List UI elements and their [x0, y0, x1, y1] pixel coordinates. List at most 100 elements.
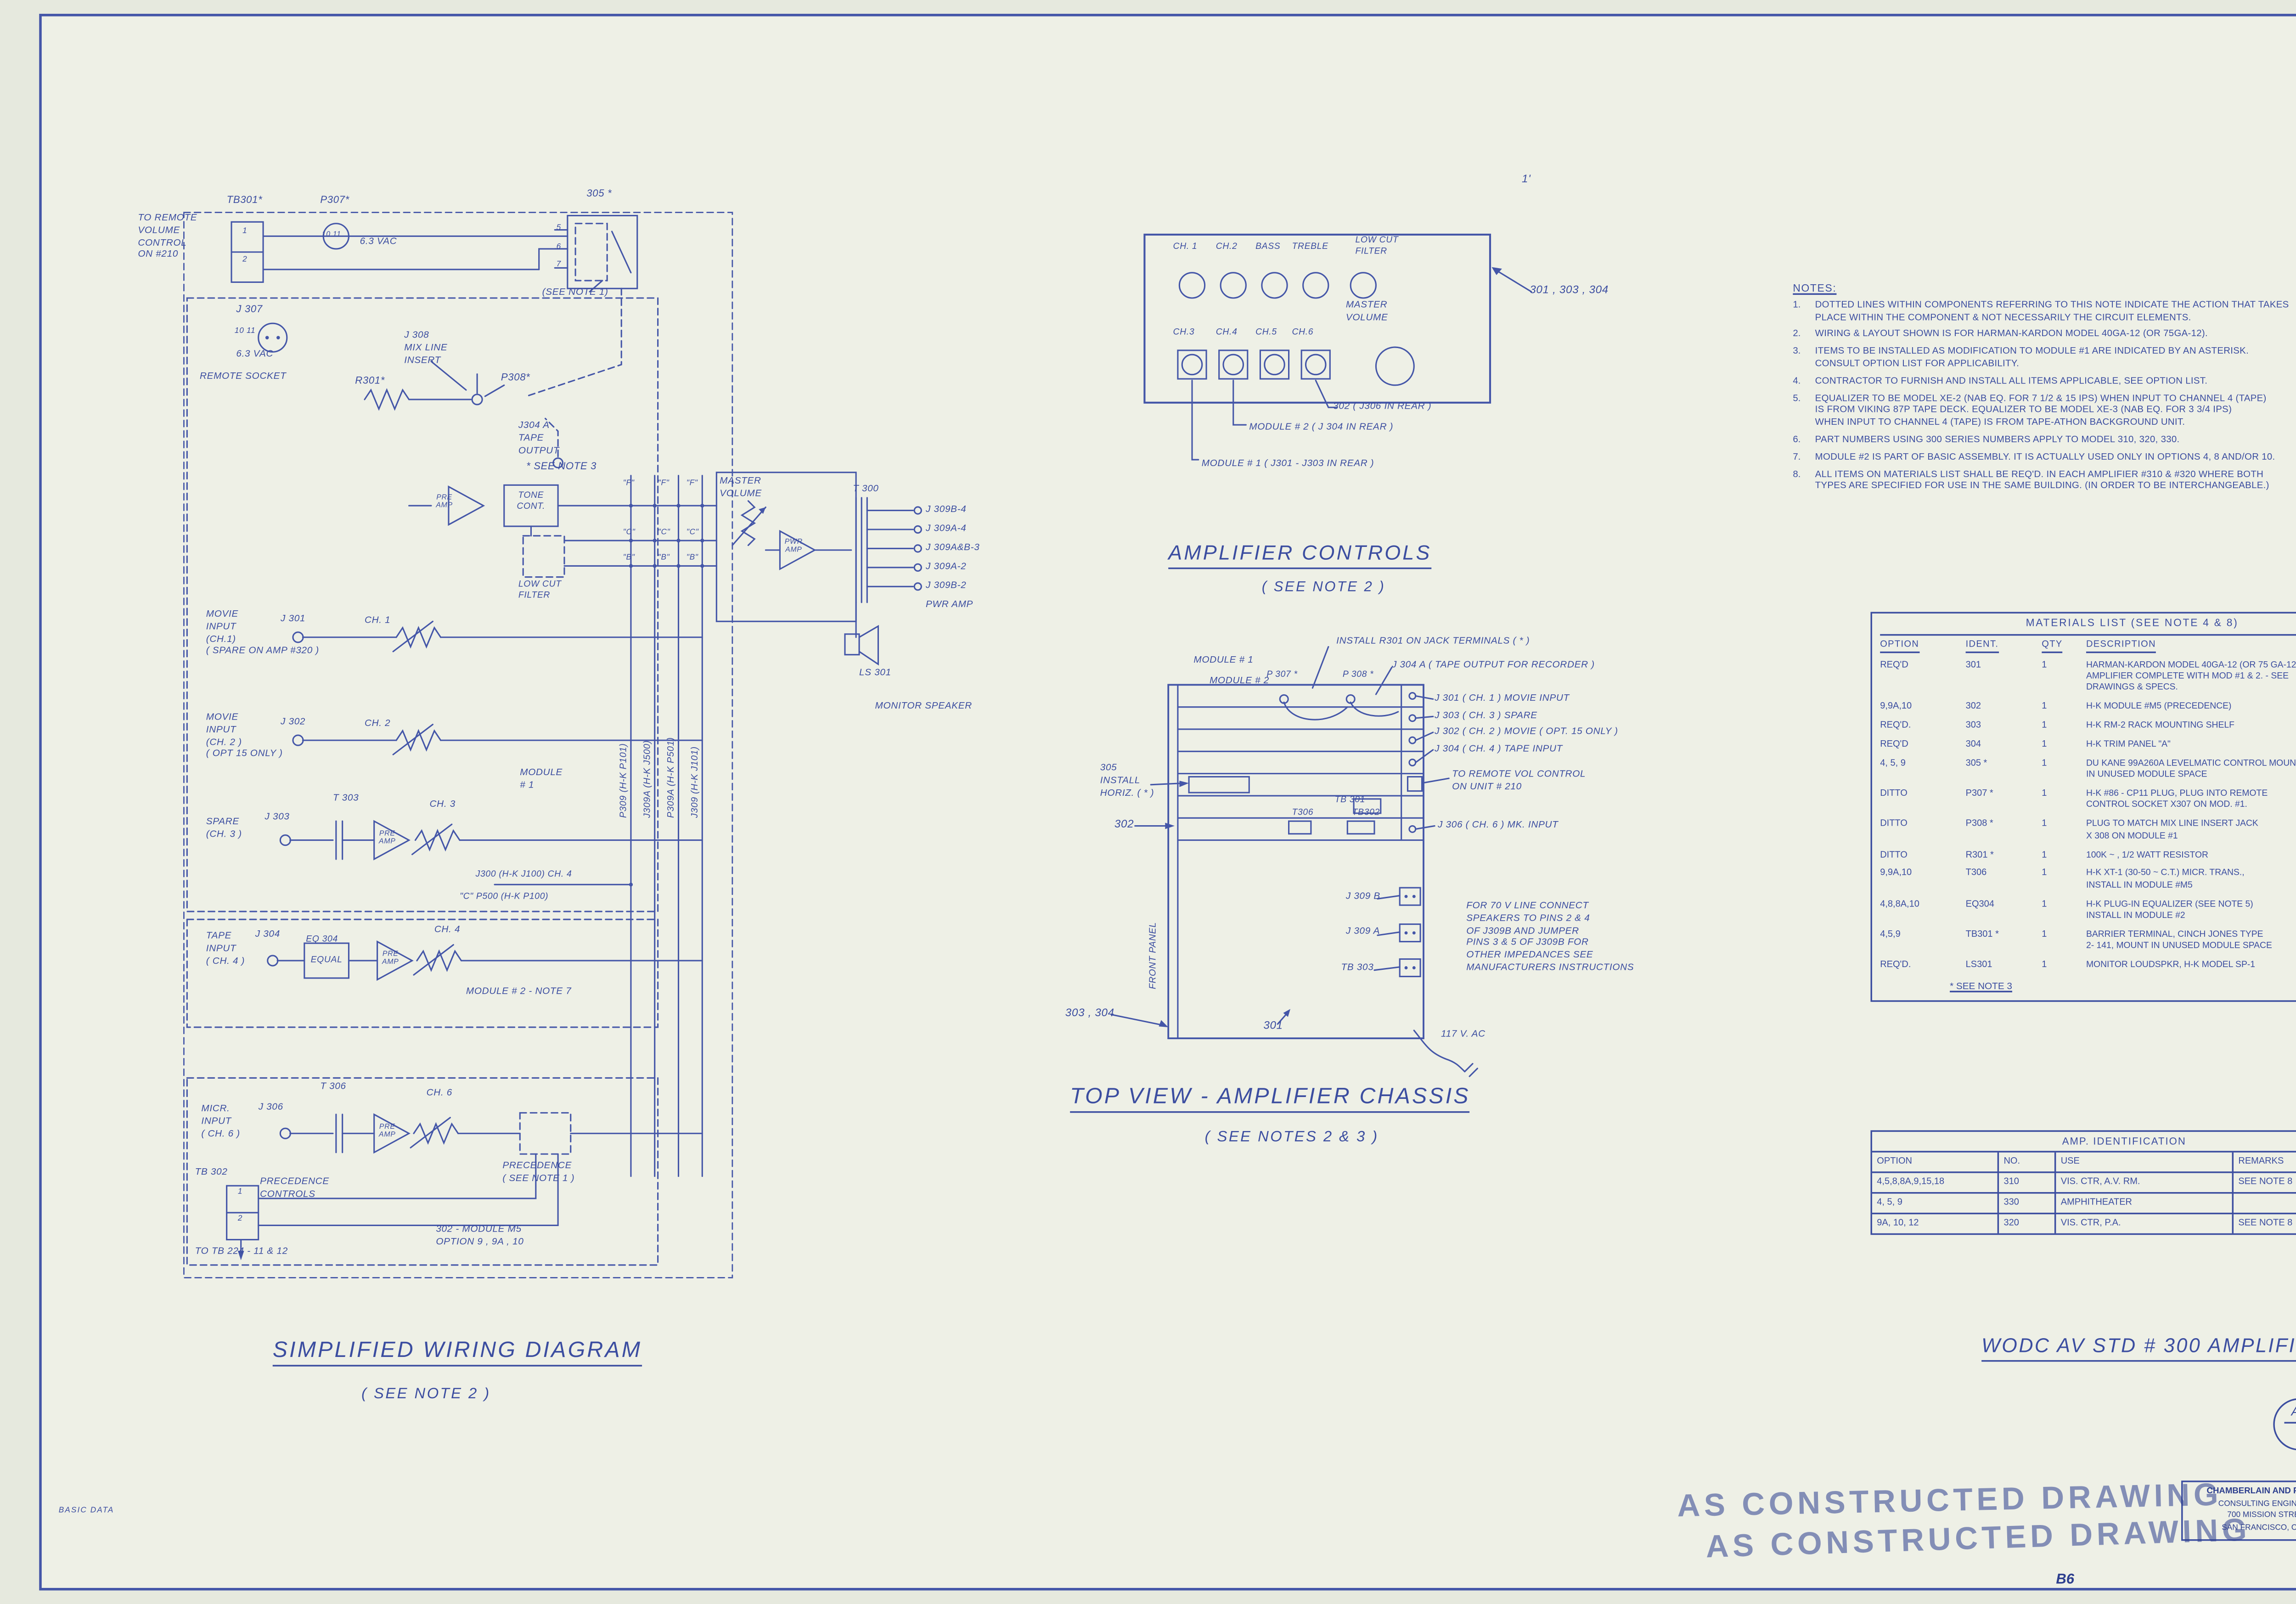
j302-jack — [292, 734, 304, 746]
amp-id-cell — [2234, 1193, 2296, 1215]
tb303-connector — [1399, 958, 1421, 978]
label-eq304: EQ 304 — [306, 935, 338, 945]
amp-id-cell: VIS. CTR, P.A. — [2056, 1214, 2234, 1233]
low-cut-filter-box — [522, 535, 565, 578]
label-chassis-j309b: J 309 B — [1345, 892, 1380, 902]
materials-cell: EQ304 — [1965, 900, 1994, 910]
label-movie-input-ch2: MOVIE INPUT (CH. 2 ) ( OPT 15 ONLY ) — [206, 713, 283, 760]
label-chassis-j309a: J 309 A — [1345, 927, 1380, 937]
module2-dashed-box — [186, 918, 659, 1028]
materials-cell: MONITOR LOUDSPKR, H-K MODEL SP-1 — [2086, 961, 2255, 971]
label-f3: "F" — [686, 478, 698, 489]
t306-top — [1288, 820, 1312, 835]
tb302-top — [1346, 820, 1375, 835]
ch1-pot — [392, 620, 442, 653]
module-m5-dashed-box — [186, 1077, 659, 1266]
label-chassis-j306: J 306 ( CH. 6 ) MK. INPUT — [1438, 821, 1559, 831]
materials-list-table: MATERIALS LIST (SEE NOTE 4 & 8) OPTION I… — [1870, 612, 2296, 1002]
note-item: 1.DOTTED LINES WITHIN COMPONENTS REFERRI… — [1793, 301, 2289, 323]
materials-cell: DITTO — [1880, 789, 1908, 799]
materials-cell: P308 * — [1965, 820, 1993, 830]
label-pins-567: 5 6 7 — [556, 223, 561, 270]
unit-305-box — [567, 214, 638, 289]
note-item: 2.WIRING & LAYOUT SHOWN IS FOR HARMAN-KA… — [1793, 330, 2208, 340]
label-preamp-ch3: PRE AMP — [379, 829, 396, 845]
materials-cell: P307 * — [1965, 789, 1993, 799]
amp-id-header: OPTION — [1872, 1152, 1999, 1173]
materials-cell: 1 — [2042, 702, 2047, 712]
materials-cell: DU KANE 99A260A LEVELMATIC CONTROL MOUNT… — [2086, 759, 2296, 780]
materials-cell: 1 — [2042, 930, 2047, 940]
materials-cell: 1 — [2042, 740, 2047, 750]
amp-id-header: REMARKS — [2234, 1153, 2296, 1173]
knob-ch5 — [1264, 354, 1285, 376]
materials-cell: 1 — [2042, 900, 2047, 910]
label-knob-ch3: CH.3 — [1173, 328, 1195, 338]
materials-cell: 1 — [2042, 660, 2047, 670]
label-ls301: LS 301 — [859, 669, 891, 679]
drawing-title: WODC AV STD # 300 AMPLIFIER — [1981, 1335, 2296, 1362]
materials-cell: LS301 — [1965, 961, 1992, 971]
label-ch2: CH. 2 — [364, 720, 391, 729]
label-c1: "C" — [623, 528, 636, 538]
materials-cell: 1 — [2042, 721, 2047, 731]
label-b1: "B" — [623, 553, 635, 563]
ch6-pot — [410, 1117, 459, 1148]
label-preamp-ch4: PRE AMP — [382, 949, 399, 966]
label-to-remote-volume: TO REMOTE VOLUME CONTROL ON #210 — [138, 214, 197, 261]
t306-transformer — [335, 1114, 343, 1154]
amp-id-cell: SEE NOTE 8 — [2238, 1219, 2293, 1229]
label-monitor-speaker: MONITOR SPEAKER — [875, 702, 972, 712]
j303-jack — [279, 834, 291, 846]
label-j306: J 306 — [258, 1103, 283, 1113]
badge-av: AV — [2275, 1400, 2296, 1418]
label-r301: R301* — [355, 376, 385, 387]
label-remote-socket: REMOTE SOCKET — [199, 372, 287, 382]
amp-id-cell: 320 — [1999, 1214, 2056, 1233]
label-j307: J 307 — [236, 304, 263, 315]
label-p308: P308* — [501, 372, 530, 384]
label-module-1: MODULE # 1 — [520, 769, 563, 791]
materials-cell: PLUG TO MATCH MIX LINE INSERT JACK X 308… — [2086, 820, 2258, 841]
label-63vac-top: 6.3 VAC — [360, 237, 397, 248]
label-to-tb224: TO TB 224 - 11 & 12 — [195, 1247, 288, 1257]
label-chassis-tb302: TB302 — [1352, 808, 1380, 818]
amp-id-cell: VIS. CTR, A.V. RM. — [2056, 1173, 2234, 1194]
materials-cell: DITTO — [1880, 850, 1908, 860]
materials-list-title: MATERIALS LIST (SEE NOTE 4 & 8) — [1880, 618, 2296, 635]
label-p309a-vertical: P309A (H-K P501) — [667, 737, 677, 818]
label-chassis-j304: J 304 ( CH. 4 ) TAPE INPUT — [1435, 745, 1563, 755]
label-f1: "F" — [623, 478, 635, 489]
label-t306: T 306 — [320, 1082, 346, 1092]
label-j301: J 301 — [281, 615, 306, 625]
label-precedence-controls: PRECEDENCE CONTROLS — [260, 1177, 329, 1200]
label-equal: EQUAL — [310, 956, 343, 966]
amp-id-cell: 4,5,8,8A,9,15,18 — [1872, 1173, 1999, 1194]
label-p307: P307* — [320, 195, 349, 206]
knob-treble — [1302, 272, 1329, 299]
label-precedence: PRECEDENCE ( SEE NOTE 1 ) — [502, 1162, 575, 1184]
tb301-top — [1353, 798, 1382, 814]
notes-heading: NOTES: — [1793, 283, 1837, 295]
label-terminal-2: 2 — [242, 255, 248, 265]
label-tb302-terminal-1: 1 — [237, 1187, 243, 1197]
label-chassis-j301: J 301 ( CH. 1 ) MOVIE INPUT — [1435, 694, 1570, 704]
materials-cell: H-K TRIM PANEL "A" — [2086, 740, 2171, 750]
label-tape-input-ch4: TAPE INPUT ( CH. 4 ) — [206, 932, 245, 967]
amplifier-dashed-boundary — [183, 212, 733, 1278]
label-c3: "C" — [686, 528, 699, 538]
materials-cell: REQ'D. — [1880, 721, 1911, 731]
materials-cell: 1 — [2042, 869, 2047, 879]
materials-cell: 4, 5, 9 — [1880, 759, 1906, 769]
materials-cell: TB301 * — [1965, 930, 1999, 940]
ch4-pot — [413, 944, 462, 976]
materials-cell: 9,9A,10 — [1880, 869, 1912, 879]
chassis-subtitle: ( SEE NOTES 2 & 3 ) — [1204, 1128, 1379, 1146]
amp-id-header: USE — [2056, 1152, 2234, 1173]
materials-cell: 1 — [2042, 850, 2047, 860]
label-chassis-305: 305 INSTALL HORIZ. ( * ) — [1100, 764, 1154, 799]
amp-id-cell: 310 — [1999, 1173, 2056, 1194]
label-see-note-3: * SEE NOTE 3 — [526, 461, 597, 473]
label-output-jacks: J 309B-4 J 309A-4 J 309A&B-3 J 309A-2 J … — [926, 506, 980, 611]
label-ch3: CH. 3 — [429, 800, 456, 810]
